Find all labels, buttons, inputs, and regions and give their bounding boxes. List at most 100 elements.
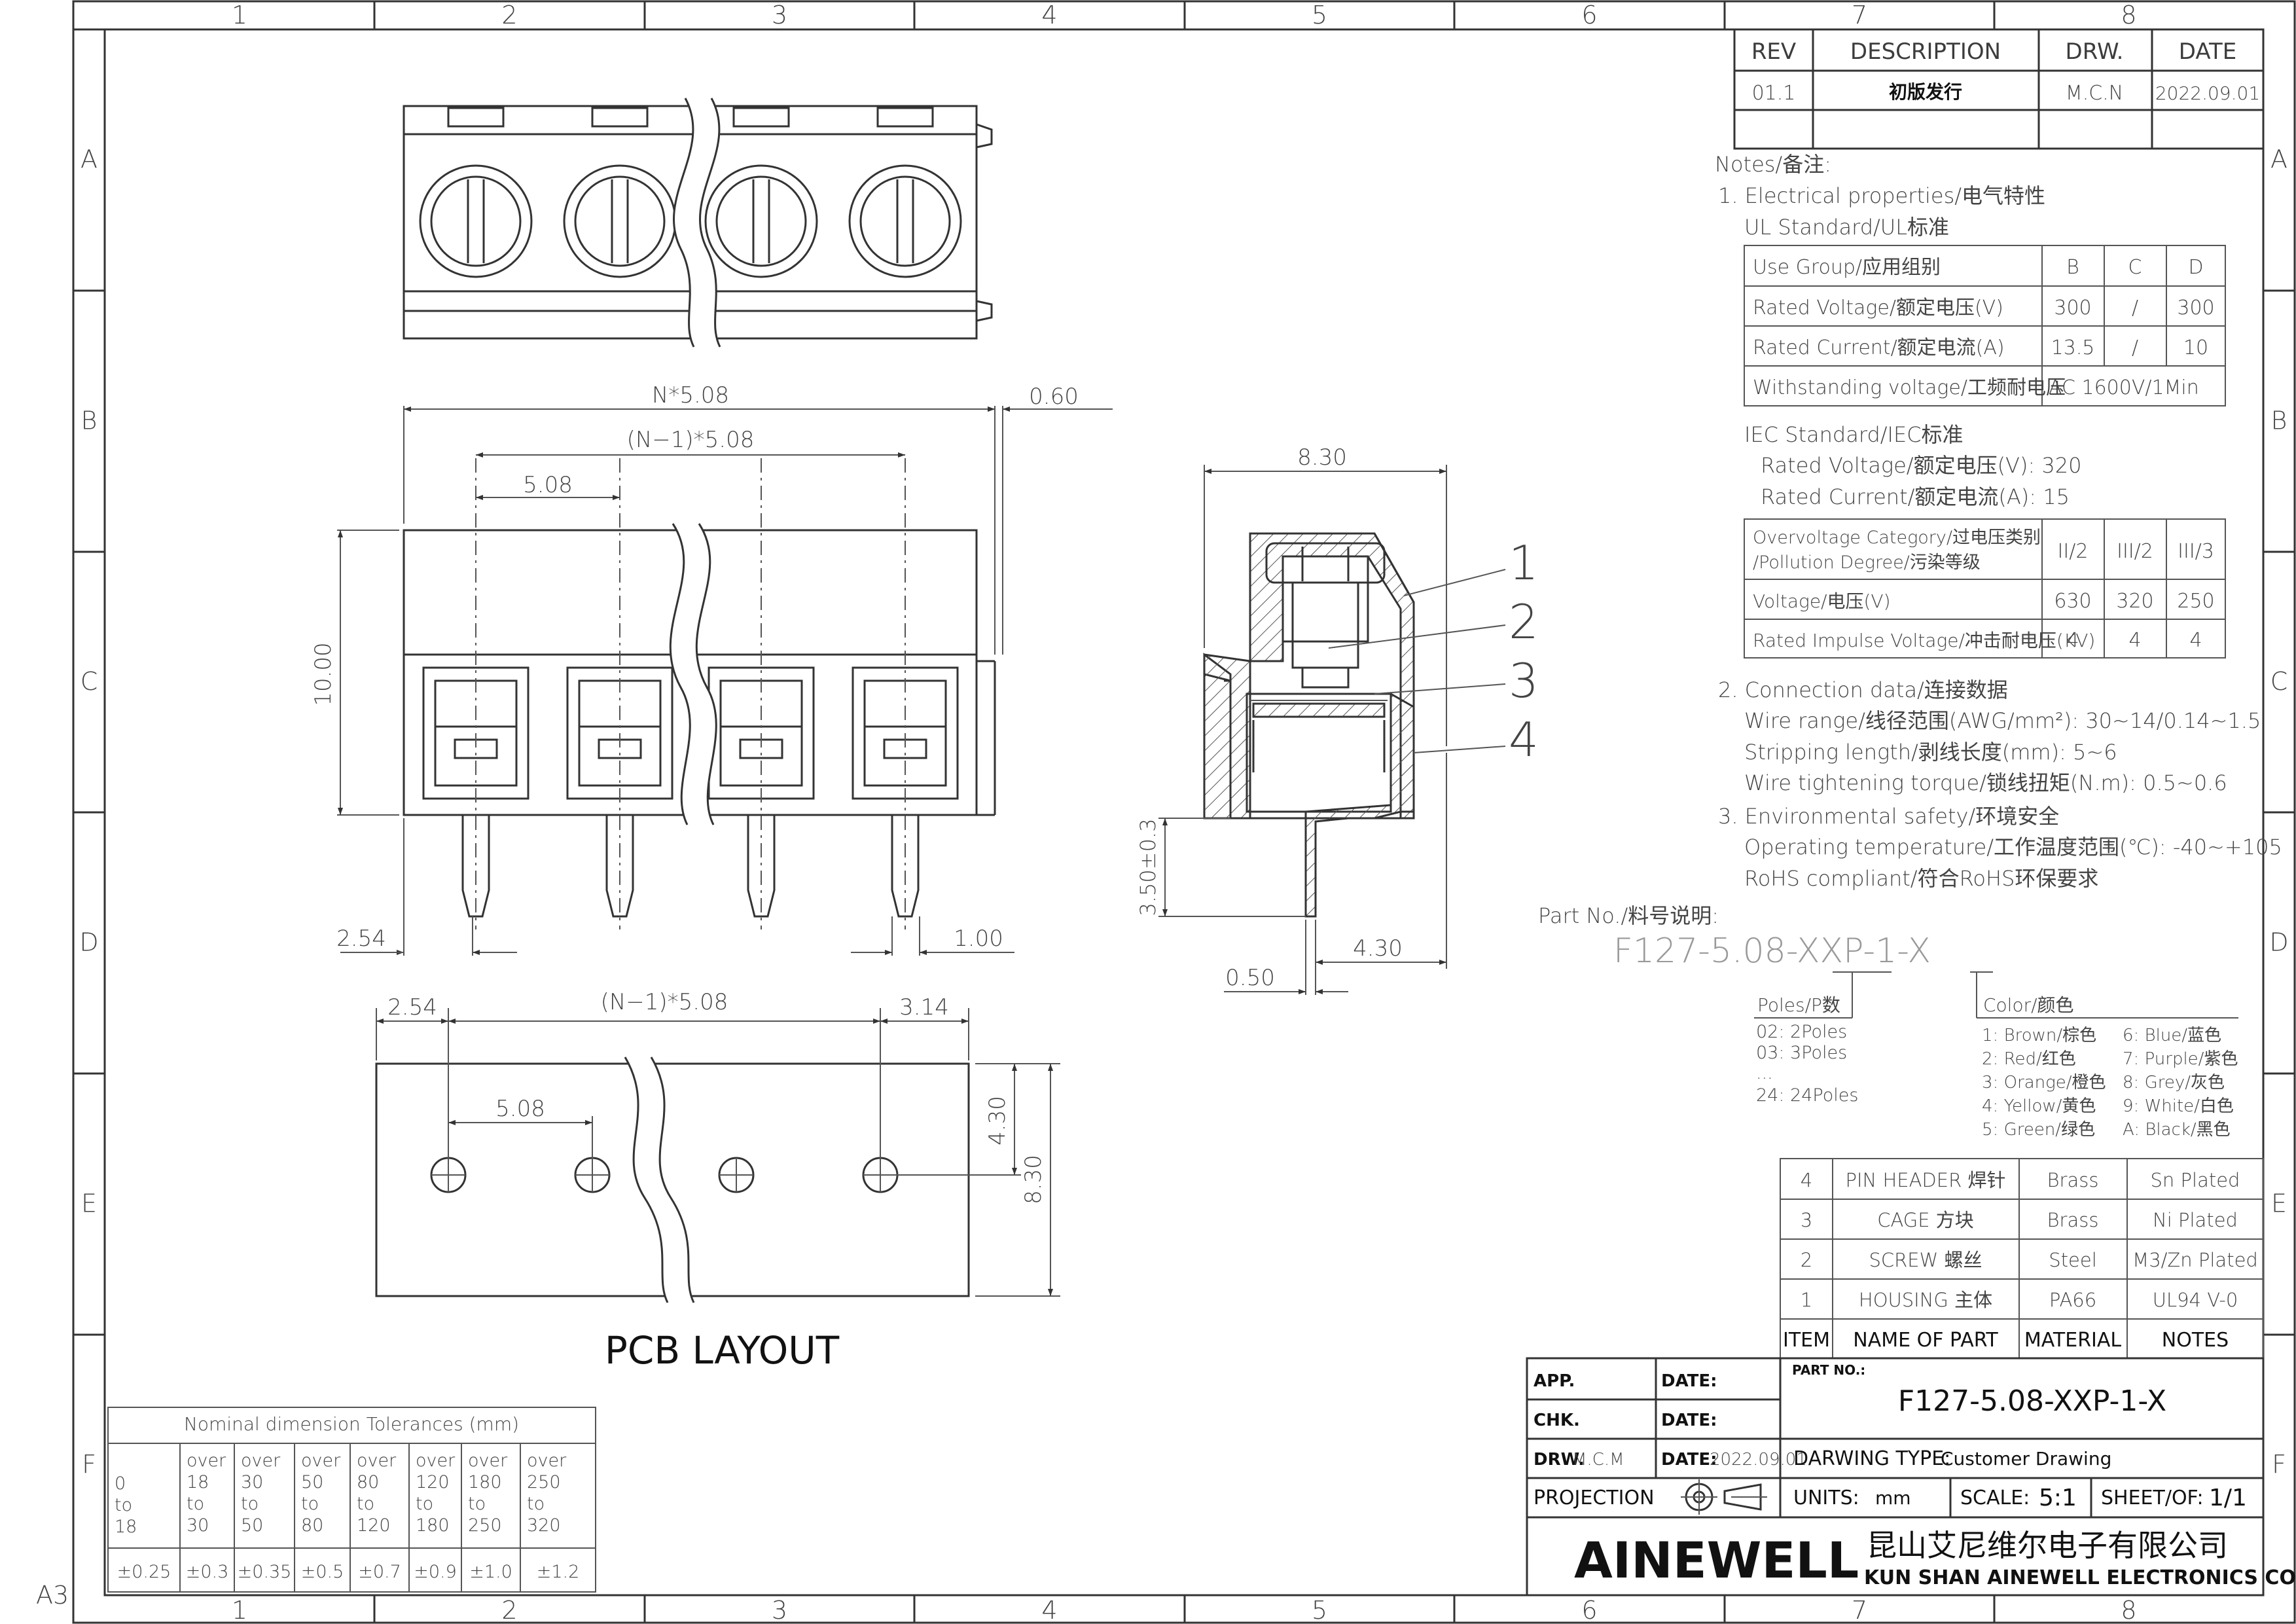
bom-header: NAME OF PART — [1853, 1329, 1998, 1352]
iec-table-value: 4 — [2128, 629, 2141, 652]
dim-pitch: 5.08 — [523, 472, 573, 498]
dim-pin-offset: 2.54 — [336, 926, 386, 952]
iec-table-value: 320 — [2116, 590, 2153, 613]
color-option: 4: Yellow/黄色 — [1982, 1096, 2096, 1116]
col-label-top: 2 — [501, 1, 517, 29]
notes-torque: Wire tightening torque/锁线扭矩(N.m): 0.5~0.… — [1744, 770, 2227, 795]
front-view: N*5.08 0.60 (N−1)*5.08 5.08 10.00 2.54 1… — [310, 382, 1113, 956]
tolerance-value: ±1.2 — [537, 1562, 580, 1582]
tb-units-value: mm — [1875, 1487, 1911, 1509]
dim-pcb-n1: (N−1)*5.08 — [601, 989, 728, 1015]
col-label-top: 6 — [1581, 1, 1597, 29]
ul-table-value: D — [2188, 256, 2203, 279]
notes-iec-voltage: Rated Voltage/额定电压(V): 320 — [1761, 453, 2081, 478]
color-option: 7: Purple/紫色 — [2123, 1049, 2238, 1069]
color-option: 6: Blue/蓝色 — [2123, 1026, 2221, 1045]
col-label-bottom: 1 — [232, 1596, 247, 1624]
dim-pin-width: 1.00 — [954, 926, 1003, 952]
sheet-size-label: A3 — [36, 1581, 69, 1610]
tb-drw-value: M.C.M — [1572, 1450, 1624, 1470]
part-no-label: Part No./料号说明: — [1538, 903, 1719, 928]
notes-ul-title: UL Standard/UL标准 — [1744, 215, 1949, 240]
bom-cell: Brass — [2047, 1169, 2099, 1191]
dim-pcb-left: 2.54 — [387, 994, 437, 1020]
ul-table-label: Withstanding voltage/工频耐电压 — [1753, 376, 2066, 399]
title-block: APP. CHK. DRW. M.C.M DATE: DATE: DATE: 2… — [1526, 1357, 2296, 1597]
tb-date-3: DATE: — [1661, 1450, 1717, 1470]
col-label-bottom: 5 — [1312, 1596, 1327, 1624]
ul-table-value: 300 — [2054, 297, 2091, 319]
tolerance-title: Nominal dimension Tolerances (mm) — [184, 1413, 519, 1435]
revision-table: REV DESCRIPTION DRW. DATE 01.1 初版发行 M.C.… — [1733, 28, 2265, 150]
tolerance-value: ±1.0 — [469, 1562, 512, 1582]
col-label-top: 7 — [1852, 1, 1867, 29]
notes-title: Notes/备注: — [1715, 152, 1831, 177]
poles-option: 03: 3Poles — [1756, 1043, 1847, 1063]
iec-table-label: Rated Impulse Voltage/冲击耐电压(KV) — [1753, 630, 2095, 651]
iec-table-value: III/3 — [2178, 540, 2214, 563]
tb-chk: CHK. — [1534, 1411, 1580, 1430]
row-label-right: E — [2271, 1189, 2287, 1218]
dim-side-width: 8.30 — [1297, 444, 1347, 471]
tolerance-range: 50 — [301, 1472, 323, 1492]
poles-option: 02: 2Poles — [1756, 1022, 1847, 1042]
col-label-bottom: 7 — [1852, 1596, 1867, 1624]
row-label-right: D — [2269, 928, 2288, 957]
ul-table-value: / — [2132, 297, 2138, 319]
row-label-left: B — [81, 406, 98, 435]
tolerance-table: Nominal dimension Tolerances (mm) 0to18±… — [107, 1407, 596, 1593]
tolerance-range: 180 — [468, 1472, 502, 1492]
poles-option: ... — [1756, 1063, 1773, 1083]
row-label-right: B — [2271, 406, 2287, 435]
bom-cell: UL94 V-0 — [2153, 1289, 2238, 1311]
notes-block: Notes/备注: 1. Electrical properties/电气特性 … — [1715, 152, 2282, 891]
tolerance-range: 120 — [357, 1515, 391, 1536]
tolerance-range: over — [301, 1451, 341, 1471]
col-label-bottom: 8 — [2121, 1596, 2136, 1624]
dim-pcb-pitch: 5.08 — [495, 1096, 545, 1122]
tolerance-value: ±0.25 — [117, 1562, 171, 1582]
tb-drawing-type-value: Customer Drawing — [1941, 1448, 2111, 1470]
iec-table-value: 630 — [2054, 590, 2091, 613]
ul-table-value: / — [2132, 336, 2138, 359]
iec-table-value: 4 — [2066, 629, 2079, 652]
notes-electrical-title: 1. Electrical properties/电气特性 — [1718, 183, 2045, 208]
tolerance-range: over — [187, 1451, 226, 1471]
bom-cell: Ni Plated — [2153, 1209, 2238, 1231]
row-label-left: D — [79, 928, 98, 957]
callout-label: 2 — [1509, 594, 1539, 649]
tolerance-range: to — [357, 1494, 374, 1514]
notes-stripping: Stripping length/剥线长度(mm): 5~6 — [1744, 740, 2117, 765]
dim-n-pitch: N*5.08 — [652, 382, 729, 408]
tolerance-range: over — [241, 1451, 281, 1471]
bom-header: MATERIAL — [2024, 1329, 2122, 1352]
col-label-bottom: 3 — [772, 1596, 787, 1624]
notes-iec-title: IEC Standard/IEC标准 — [1744, 422, 1964, 447]
ul-table-label: Rated Voltage/额定电压(V) — [1753, 297, 2003, 319]
tolerance-range: 320 — [527, 1515, 561, 1536]
color-option: 2: Red/红色 — [1982, 1049, 2076, 1069]
rev-header-description: DESCRIPTION — [1850, 39, 2001, 65]
tolerance-range: 30 — [187, 1515, 209, 1536]
tolerance-range: 30 — [241, 1472, 263, 1492]
bom-header: NOTES — [2162, 1329, 2229, 1352]
tb-scale-label: SCALE: — [1960, 1487, 2030, 1509]
bom-cell: HOUSING 主体 — [1859, 1289, 1992, 1311]
dim-pcb-hole-offset: 4.30 — [984, 1096, 1011, 1146]
tb-drw: DRW. — [1534, 1450, 1585, 1470]
tolerance-range: to — [115, 1495, 132, 1515]
notes-rohs: RoHS compliant/符合RoHS环保要求 — [1744, 866, 2098, 891]
ul-table-value: 300 — [2177, 297, 2214, 319]
color-option: A: Black/黑色 — [2123, 1120, 2231, 1140]
row-label-right: F — [2272, 1450, 2286, 1479]
tolerance-value: ±0.35 — [238, 1562, 292, 1582]
bom-cell: 2 — [1801, 1249, 1812, 1271]
color-option: 9: White/白色 — [2123, 1096, 2234, 1116]
ul-table-value: C — [2128, 256, 2142, 279]
company-name-en: KUN SHAN AINEWELL ELECTRONICS CO.,LTD — [1864, 1566, 2296, 1589]
